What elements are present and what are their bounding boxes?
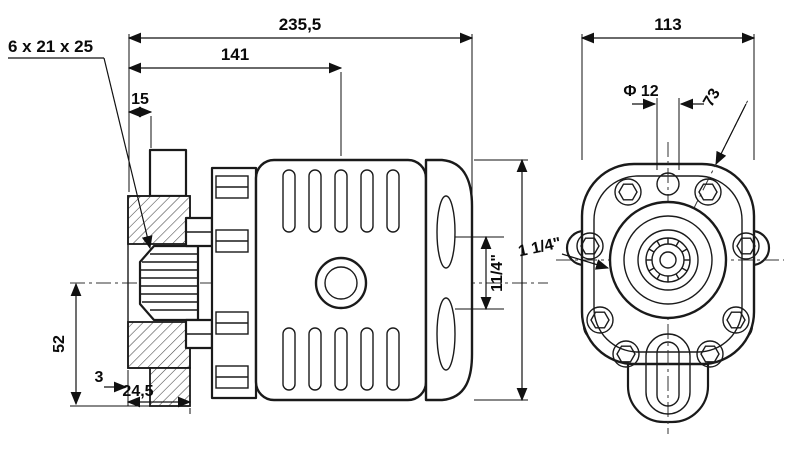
flange-hatch-upper (127, 195, 191, 245)
dim-52-label: 52 (51, 335, 68, 353)
dim-body-height (474, 158, 528, 402)
cover-outline (424, 158, 474, 402)
side-view (70, 148, 548, 407)
dim-top-hole: Φ 12 (623, 83, 704, 170)
dim-phi12-label: Φ 12 (623, 83, 658, 100)
flange-bolts (576, 178, 760, 368)
cover-slot-lower (436, 297, 456, 371)
front-view-dimensions: 113 Φ 12 73 1 1/4" (517, 15, 756, 270)
plate-bolts (215, 175, 249, 389)
dim-step: 3 (95, 369, 128, 393)
splined-shaft (138, 216, 214, 350)
flange-hatch-lower (127, 321, 191, 369)
boss-outer (608, 200, 728, 320)
rear-cover (424, 158, 474, 402)
dim-3-label: 3 (95, 369, 104, 386)
flange-foot (149, 367, 191, 407)
spline-teeth-front (646, 238, 690, 282)
front-view (556, 99, 784, 434)
mounting-flange (127, 148, 191, 407)
dim-port-side-label: 11/4" (489, 254, 506, 292)
spline-note: 6 x 21 x 25 (8, 37, 153, 250)
center-boss (608, 200, 728, 320)
body-ribs-top (282, 169, 400, 233)
shaft-center-hole (659, 251, 677, 269)
side-port-circle (314, 256, 368, 310)
dim-overall-label: 235,5 (279, 15, 322, 34)
dim-to-port-center: 141 (127, 45, 343, 156)
dim-141-label: 141 (221, 45, 249, 64)
bottom-slot (645, 333, 691, 415)
dim-diagonal: 73 (700, 86, 747, 166)
body-ribs-bottom (282, 327, 400, 391)
shaft-outline (138, 244, 200, 322)
side-view-dimensions: 235,5 141 15 6 x 21 x 25 52 3 (8, 15, 528, 414)
dim-flange-offset: 15 (127, 91, 153, 148)
cover-slot-upper (436, 195, 456, 269)
side-port-bore (324, 266, 358, 300)
flange-top-tab (148, 148, 188, 198)
dim-73-label: 73 (700, 86, 724, 110)
dim-side-port: 11/4" (455, 235, 506, 311)
dim-24-5-label: 24,5 (122, 383, 153, 400)
boss-step (623, 215, 713, 305)
adapter-plate (210, 166, 258, 400)
dim-front-width: 113 (580, 15, 756, 160)
front-port-bore (637, 229, 699, 291)
dim-113-label: 113 (654, 15, 681, 34)
plate-outline (210, 166, 258, 400)
spline-teeth-side (141, 253, 197, 311)
spline-spec-label: 6 x 21 x 25 (8, 37, 93, 56)
pump-body (254, 158, 428, 402)
dim-port-front-label: 1 1/4" (517, 235, 563, 261)
dim-foot-width: 24,5 (122, 370, 192, 414)
top-hole (656, 172, 680, 196)
dim-15-label: 15 (131, 91, 149, 108)
